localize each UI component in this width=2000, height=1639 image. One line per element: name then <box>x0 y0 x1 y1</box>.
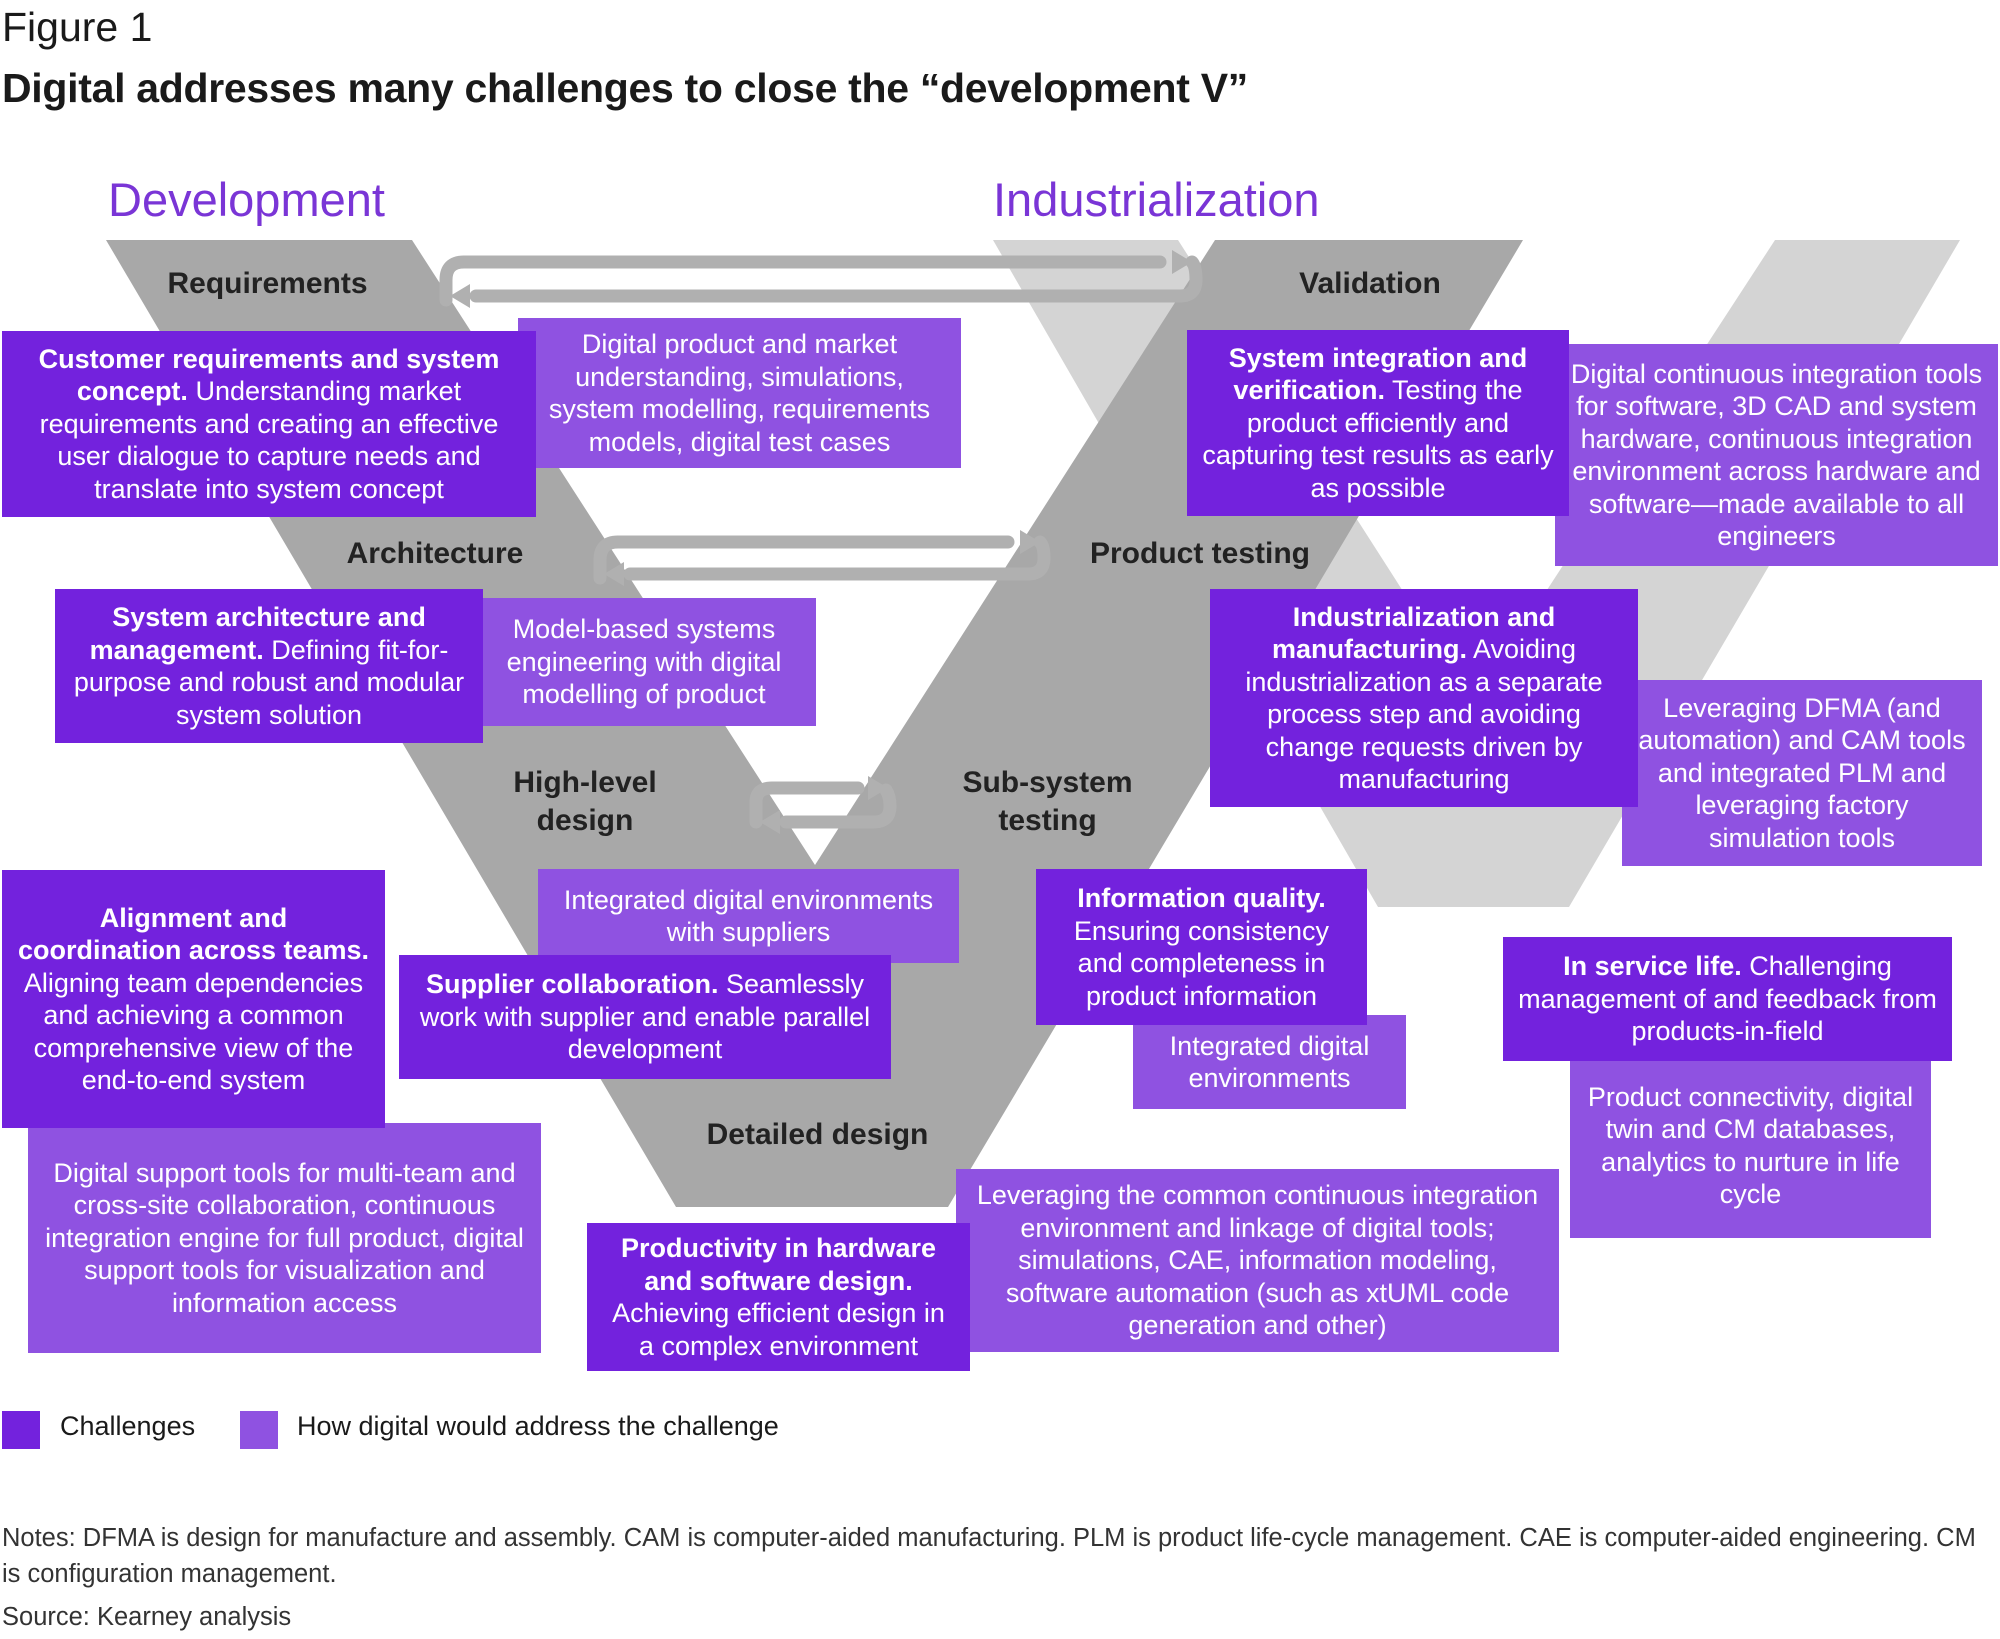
arrow-head <box>1020 530 1040 554</box>
arrow-head <box>450 284 470 308</box>
arrow-head <box>604 562 624 586</box>
digital-text: Model-based systems engineering with dig… <box>506 614 782 710</box>
figure-label: Figure 1 <box>2 4 153 50</box>
digital-box-model-based: Model-based systems engineering with dig… <box>472 598 816 726</box>
challenge-text: Challenging management of and feedback f… <box>1518 951 1937 1047</box>
digital-text: Digital continuous integration tools for… <box>1570 358 1983 552</box>
iteration-arrows <box>439 255 1203 829</box>
digital-box-support-tools: Digital support tools for multi-team and… <box>28 1123 541 1353</box>
digital-text: Integrated digital environments with sup… <box>563 884 934 948</box>
stage-requirements: Requirements <box>167 267 368 300</box>
digital-box-integrated-suppliers: Integrated digital environments with sup… <box>538 869 959 963</box>
legend-label-digital: How digital would address the challenge <box>297 1411 779 1441</box>
challenge-box-productivity: Productivity in hardware and software de… <box>587 1223 970 1371</box>
challenge-lead: Information quality. <box>1077 883 1326 913</box>
challenge-text: Ensuring consistency and completeness in… <box>1073 915 1330 1011</box>
challenge-lead: In service life. <box>1563 951 1742 982</box>
architecture-testing-arrows <box>593 535 1051 585</box>
challenge-lead: Productivity in hardware and software de… <box>620 1233 937 1296</box>
digital-text: Product connectivity, digital twin and C… <box>1587 1081 1914 1210</box>
stage-detailed-design: Detailed design <box>706 1118 929 1151</box>
digital-box-common-ci: Leveraging the common continuous integra… <box>956 1169 1559 1352</box>
digital-text: Digital support tools for multi-team and… <box>45 1157 524 1318</box>
legend-swatch-challenges <box>2 1411 40 1449</box>
design-subsystem-arrows <box>749 781 897 829</box>
stage-high-level-design: High-level design <box>513 766 657 837</box>
legend-swatch-digital <box>240 1411 278 1449</box>
digital-box-integrated-env: Integrated digital environments <box>1133 1015 1406 1109</box>
notes: Notes: DFMA is design for manufacture an… <box>2 1524 1976 1588</box>
challenge-lead: Industrialization and manufacturing. <box>1271 601 1556 665</box>
challenge-lead: Alignment and coordination across teams. <box>17 902 370 966</box>
figure-title: Digital addresses many challenges to clo… <box>2 65 1248 111</box>
source: Source: Kearney analysis <box>2 1603 292 1631</box>
arrow-head <box>868 776 888 800</box>
requirements-validation-arrows <box>439 255 1203 307</box>
section-heading-development: Development <box>108 173 385 226</box>
challenge-text: Avoiding industrialization as a separate… <box>1245 634 1603 794</box>
challenge-lead: Supplier collaboration. <box>425 969 719 1000</box>
challenge-text: Aligning team dependencies and achieving… <box>23 967 364 1096</box>
challenge-box-in-service-life: In service life. Challenging management … <box>1503 937 1952 1061</box>
stage-validation: Validation <box>1299 267 1441 300</box>
section-heading-industrialization: Industrialization <box>993 173 1320 226</box>
digital-box-product-market: Digital product and market understanding… <box>518 318 961 468</box>
challenge-box-supplier-collaboration: Supplier collaboration. Seamlessly work … <box>399 955 891 1079</box>
challenge-box-industrialization: Industrialization and manufacturing. Avo… <box>1210 589 1638 807</box>
arrow-head <box>1172 250 1192 274</box>
challenge-lead: System integration and verification. <box>1228 342 1528 406</box>
digital-box-dfma: Leveraging DFMA (and automation) and CAM… <box>1622 680 1982 866</box>
challenge-text: Understanding market requirements and cr… <box>39 376 499 504</box>
stage-architecture: Architecture <box>346 537 524 570</box>
challenge-box-information-quality: Information quality. Ensuring consistenc… <box>1036 869 1367 1025</box>
challenge-lead: Customer requirements and system concept… <box>38 343 500 407</box>
digital-box-continuous-integration: Digital continuous integration tools for… <box>1555 344 1998 566</box>
challenge-box-system-architecture: System architecture and management. Defi… <box>55 589 483 743</box>
challenge-text: Achieving efficient design in a complex … <box>612 1298 945 1361</box>
arrow-heads <box>450 250 1192 834</box>
challenge-text: Defining fit-for-purpose and robust and … <box>73 634 465 730</box>
challenge-box-customer-requirements: Customer requirements and system concept… <box>2 331 536 517</box>
digital-box-connectivity: Product connectivity, digital twin and C… <box>1570 1053 1931 1238</box>
challenge-lead: System architecture and management. <box>89 602 426 665</box>
arrow-head <box>760 810 780 834</box>
challenge-text: Seamlessly work with supplier and enable… <box>419 969 871 1065</box>
challenge-box-system-integration: System integration and verification. Tes… <box>1187 330 1569 516</box>
digital-text: Digital product and market understanding… <box>548 329 931 457</box>
stage-sub-system-testing: Sub-system testing <box>962 766 1133 837</box>
digital-text: Leveraging DFMA (and automation) and CAM… <box>1638 692 1966 853</box>
legend-label-challenges: Challenges <box>60 1411 196 1441</box>
stage-product-testing: Product testing <box>1089 537 1310 570</box>
challenge-box-alignment: Alignment and coordination across teams.… <box>2 870 385 1128</box>
digital-text: Integrated digital environments <box>1169 1030 1370 1094</box>
challenge-text: Testing the product efficiently and capt… <box>1202 375 1554 503</box>
digital-text: Leveraging the common continuous integra… <box>976 1180 1539 1341</box>
